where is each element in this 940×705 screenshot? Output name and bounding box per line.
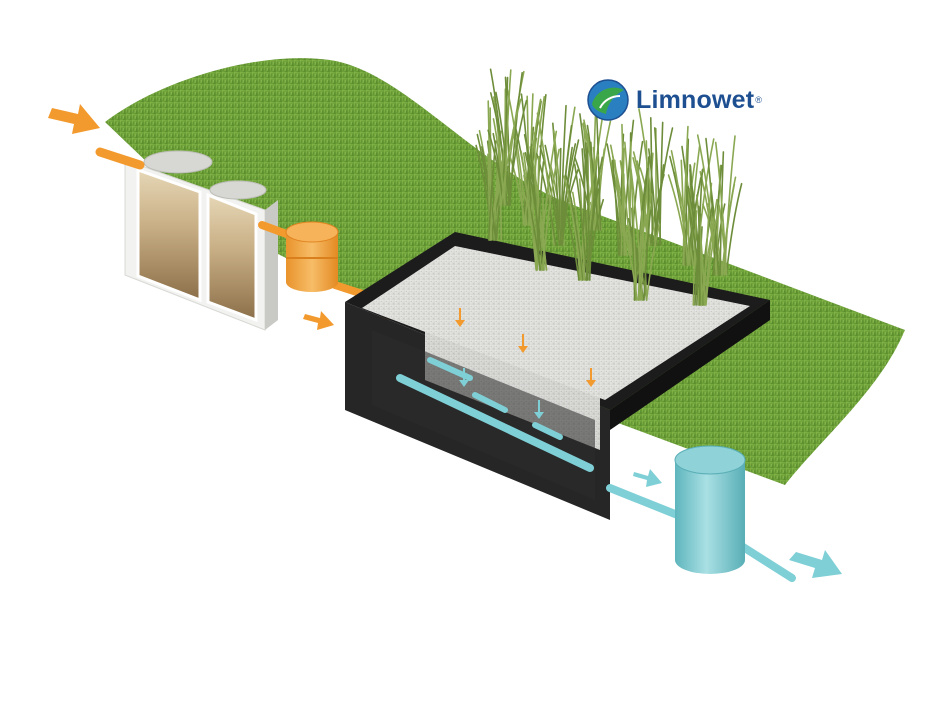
reed-leaf xyxy=(524,152,544,271)
reed-leaf xyxy=(500,98,522,206)
reed-leaf xyxy=(609,157,628,256)
reed-leaf xyxy=(585,156,604,281)
reed-leaf xyxy=(682,125,689,266)
inflow-arrow xyxy=(48,104,100,134)
reed-leaf xyxy=(703,182,713,306)
reed-leaf xyxy=(564,173,584,281)
reed-leaf xyxy=(637,210,644,301)
reed-leaf xyxy=(620,147,625,256)
reed-leaf xyxy=(697,205,701,306)
registered-mark: ® xyxy=(755,95,762,105)
reed-leaf xyxy=(649,117,654,246)
reed-leaf xyxy=(653,127,662,246)
drainage-arrows xyxy=(459,368,544,419)
tank-lid-left-icon xyxy=(143,150,213,174)
reed-leaf xyxy=(544,144,562,246)
reed-leaf xyxy=(725,182,743,276)
tank-lid-right-icon xyxy=(209,180,267,200)
reed-plants xyxy=(475,68,743,306)
reed-leaf xyxy=(624,141,633,256)
reed-leaf xyxy=(647,148,658,246)
reed-leaf xyxy=(611,159,620,256)
reed-leaf xyxy=(563,175,583,281)
reed-leaf xyxy=(696,134,718,276)
reed-leaf xyxy=(628,141,632,256)
reed-leaf xyxy=(523,174,537,271)
globe-leaf-logo-icon xyxy=(587,79,629,121)
drain-outflow-arrow xyxy=(633,469,662,487)
reed-leaf xyxy=(561,197,580,281)
reed-leaf xyxy=(503,69,512,206)
brand-name: Limnowet xyxy=(636,85,755,114)
reed-leaf xyxy=(692,210,698,306)
pump-arrow xyxy=(303,311,334,330)
reed-leaf xyxy=(495,91,512,206)
reed-leaf xyxy=(698,216,703,306)
reed-leaf xyxy=(509,71,523,206)
reed-leaf xyxy=(645,223,661,301)
reed-leaf xyxy=(630,168,644,301)
reed-leaf xyxy=(643,209,652,301)
reed-leaf xyxy=(487,140,497,241)
reed-leaf xyxy=(559,104,567,246)
reed-leaf xyxy=(636,160,648,301)
septic-tank xyxy=(124,150,278,331)
reed-leaf xyxy=(539,145,561,246)
percolation-arrows xyxy=(455,308,596,387)
reed-leaf xyxy=(586,124,600,231)
brand-logo: Limnowet ® xyxy=(586,78,762,122)
reed-leaf xyxy=(705,205,720,306)
reed-leaf xyxy=(492,118,506,206)
reed-leaf xyxy=(489,107,493,241)
reed-leaf xyxy=(541,148,560,271)
reed-leaf xyxy=(533,131,538,271)
reed-leaf xyxy=(573,163,588,281)
outlet-shaft xyxy=(674,445,746,574)
reed-leaf xyxy=(723,135,736,276)
reed-leaf xyxy=(622,173,626,256)
reed-leaf xyxy=(489,92,511,206)
reed-leaf xyxy=(630,140,644,256)
outflow-arrow xyxy=(789,550,842,578)
reed-leaf xyxy=(704,198,718,306)
reed-leaf xyxy=(631,207,636,301)
reed-leaf xyxy=(504,76,512,206)
reed-leaf xyxy=(670,150,689,266)
pump-shaft xyxy=(285,221,339,292)
reed-leaf xyxy=(593,120,612,231)
